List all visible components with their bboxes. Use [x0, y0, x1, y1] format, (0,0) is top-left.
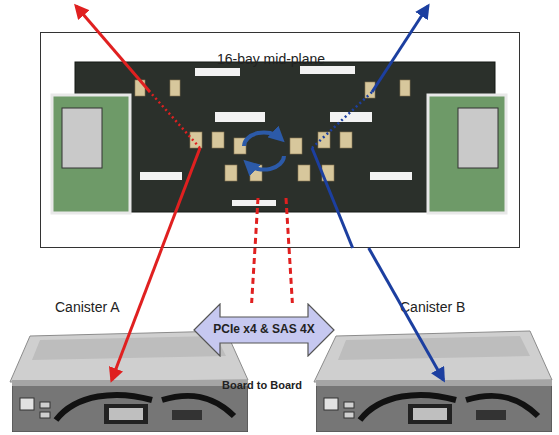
blue-arrow-line [372, 6, 428, 92]
slot [140, 172, 182, 180]
canister-part [20, 398, 34, 410]
connector [340, 132, 352, 148]
slot [330, 112, 372, 122]
link-connector [289, 248, 292, 303]
canister-part [316, 380, 552, 432]
red-dashed-line [286, 198, 289, 248]
node-heading: PCIe x4 & SAS 4X [193, 322, 335, 336]
side-card [52, 95, 130, 213]
connector [135, 80, 145, 96]
canister-b-top [314, 331, 552, 382]
red-link-extension [76, 6, 289, 248]
canister-part [344, 402, 354, 408]
canister-part [476, 410, 506, 420]
slot [300, 66, 355, 74]
connector [290, 138, 302, 154]
canister-part [413, 408, 447, 420]
canister-part [104, 404, 148, 424]
midplane-board [52, 62, 506, 213]
canister-panel [338, 336, 530, 360]
board-connectors [135, 80, 410, 181]
connector [298, 165, 310, 181]
double-arrow-outline [194, 304, 334, 356]
connector [365, 82, 375, 98]
connector [250, 165, 262, 181]
canister-part [40, 412, 50, 418]
blue-link-extension [312, 6, 428, 248]
connector [170, 80, 180, 96]
link-double-arrow: PCIe x4 & SAS 4X [193, 303, 335, 357]
canister-part [408, 404, 452, 424]
red-dotted-line [150, 92, 200, 148]
card-connector [62, 108, 102, 168]
cycle-arrow [244, 132, 280, 146]
canister-part [360, 395, 456, 420]
node-heading: 16-bay mid-plane [191, 51, 351, 67]
connector [212, 132, 224, 148]
connector [190, 132, 202, 148]
blue-arrow-line [312, 148, 353, 248]
node-heading: Canister B [400, 299, 500, 315]
blue-dotted-line [312, 92, 372, 148]
red-arrow-line [76, 6, 150, 92]
canister-part [12, 380, 248, 432]
slot [370, 172, 412, 180]
canister-part [40, 402, 50, 408]
slot [232, 200, 276, 206]
canister-part [56, 395, 152, 420]
slot [195, 68, 240, 76]
side-card [428, 95, 506, 213]
canister-part [172, 410, 202, 420]
red-dashed-line [255, 198, 258, 248]
slot [215, 112, 265, 122]
cycle-arrow [248, 156, 284, 170]
pcb [75, 62, 495, 212]
connector [400, 80, 410, 96]
connector [225, 165, 237, 181]
board-slots [140, 66, 412, 206]
connector [234, 138, 246, 154]
canister-panel [32, 336, 226, 360]
node-heading: Canister A [55, 299, 155, 315]
card-connector [458, 108, 498, 168]
canister-part [109, 408, 143, 420]
connector [318, 132, 330, 148]
cycle-arrows-icon [244, 132, 284, 169]
canister-part [316, 380, 552, 386]
connector [322, 165, 334, 181]
canister-front [316, 380, 552, 432]
canister-box: Canister A [12, 380, 248, 432]
midplane-frame: 16-bay mid-plane [40, 32, 520, 248]
canister-part [12, 380, 248, 386]
canister-part [344, 412, 354, 418]
canister-front [12, 380, 248, 432]
canister-part [324, 398, 338, 410]
red-arrow-line [162, 148, 200, 248]
canister-top-face [314, 331, 552, 382]
link-caption: Board to Board [222, 379, 302, 391]
link-connector [252, 248, 255, 303]
canister-box: Canister B [316, 380, 552, 432]
